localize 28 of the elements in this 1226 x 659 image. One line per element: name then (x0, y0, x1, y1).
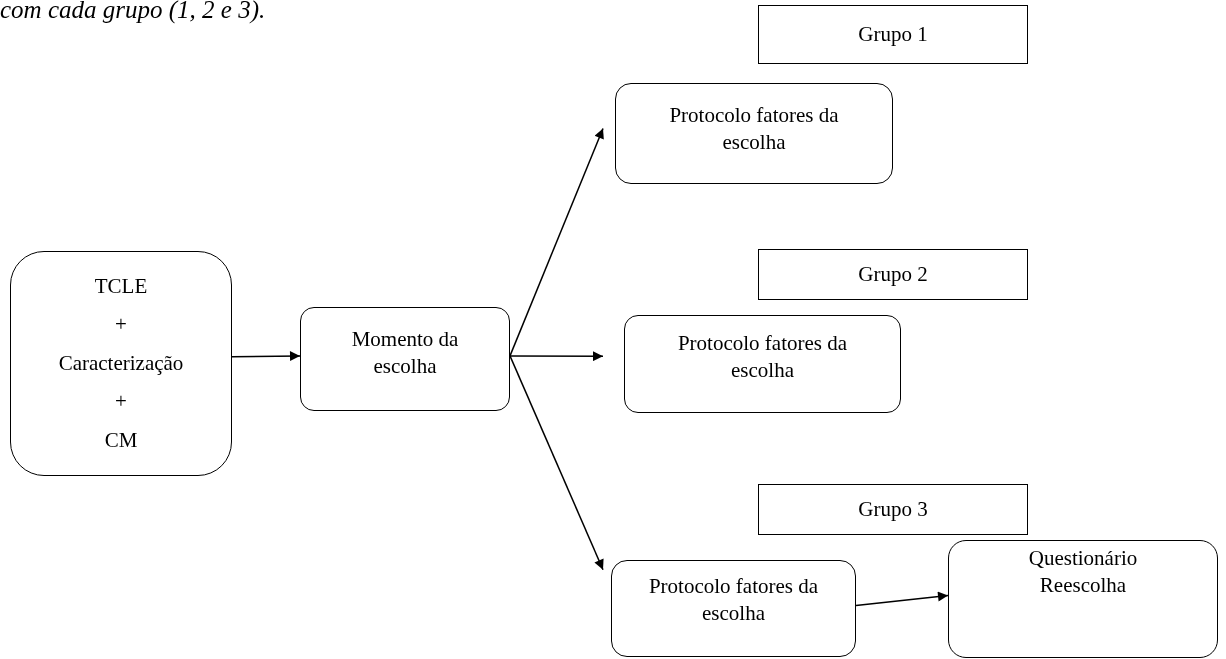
group-label-box (758, 5, 1028, 64)
node-text: TCLE (94, 273, 148, 301)
group-label-box (758, 484, 1028, 535)
arrow (509, 127, 604, 357)
node-text: Protocolo fatores da escolha (668, 102, 840, 157)
node-text: Questionário Reescolha (1027, 545, 1139, 600)
node-text: Protocolo fatores da escolha (676, 330, 849, 385)
node-text: Momento da escolha (350, 326, 460, 381)
caption-text: com cada grupo (1, 2 e 3). (0, 0, 266, 24)
node-text: CM (104, 426, 138, 454)
process-box (948, 540, 1218, 658)
group-label-box (758, 249, 1028, 300)
node-text: Grupo 2 (858, 260, 928, 288)
node-text: Caracterização (58, 349, 184, 377)
process-box (10, 251, 232, 476)
process-box (611, 560, 856, 657)
arrow (231, 351, 301, 361)
node-text: + (115, 311, 127, 339)
arrow (855, 591, 949, 607)
process-box (300, 307, 510, 411)
arrow (509, 355, 604, 571)
node-text: + (115, 388, 127, 416)
node-text: Grupo 3 (858, 495, 928, 523)
arrow (509, 351, 604, 362)
process-box (615, 83, 893, 184)
node-text: Protocolo fatores da escolha (647, 573, 820, 628)
process-box (624, 315, 901, 413)
node-text: Grupo 1 (858, 20, 928, 48)
